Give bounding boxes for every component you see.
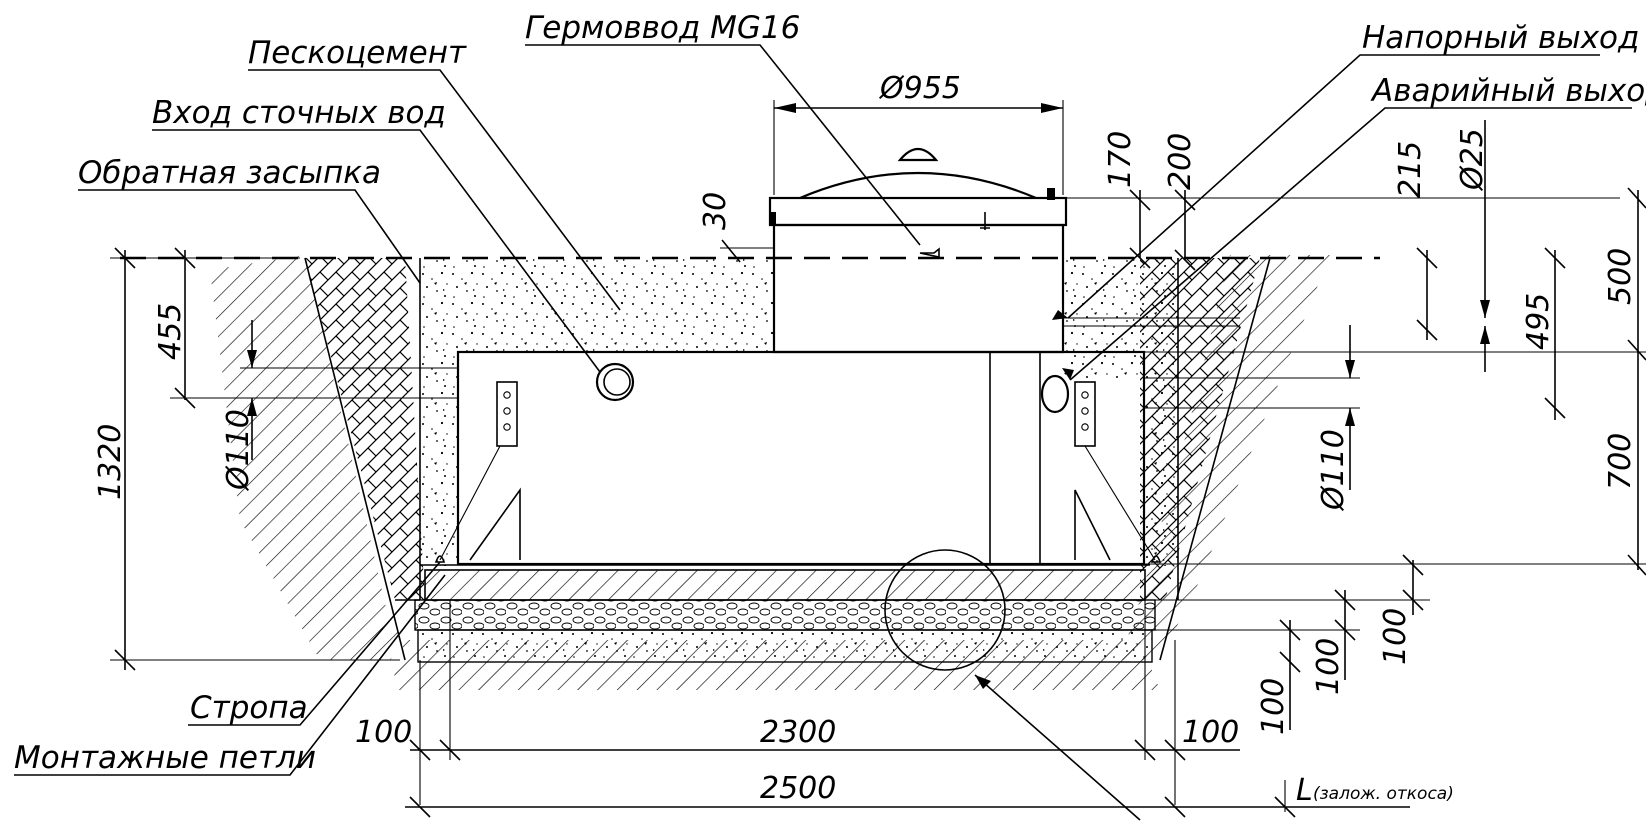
label-obratnaya-zasypka: Обратная засыпка xyxy=(78,155,381,191)
dim-30: 30 xyxy=(698,192,733,230)
dim-d110-left: Ø110 xyxy=(221,409,256,492)
dim-700: 700 xyxy=(1603,433,1638,490)
label-stropa: Стропа xyxy=(190,690,308,726)
dim-170: 170 xyxy=(1103,131,1138,188)
dim-500: 500 xyxy=(1603,248,1638,305)
dim-L-note: (залож. откоса) xyxy=(1313,784,1454,804)
dim-100-b: 100 xyxy=(1311,638,1346,695)
dim-100-c: 100 xyxy=(1256,678,1291,735)
label-naporny-vyhod: Напорный выход xyxy=(1362,20,1639,56)
dim-d25: Ø25 xyxy=(1455,128,1490,192)
dim-d110-right: Ø110 xyxy=(1316,429,1351,512)
dim-455: 455 xyxy=(153,303,188,360)
dimension-values: Ø955 30 170 200 215 Ø25 455 Ø110 1320 50… xyxy=(93,71,1638,808)
dim-100-a: 100 xyxy=(1378,608,1413,665)
label-avariyny-vyhod: Аварийный выход xyxy=(1370,73,1646,109)
label-vhod-stochnyh-vod: Вход сточных вод xyxy=(152,95,446,131)
septic-tank xyxy=(240,147,1360,671)
label-montazhnye-petli: Монтажные петли xyxy=(14,740,316,776)
dim-L: L xyxy=(1296,773,1313,808)
dim-d955: Ø955 xyxy=(878,71,961,106)
dim-100-right: 100 xyxy=(1182,715,1239,750)
dim-2300: 2300 xyxy=(760,715,836,750)
dim-100-left: 100 xyxy=(355,715,412,750)
leader-lines xyxy=(14,44,1632,821)
label-hermovvod: Гермоввод MG16 xyxy=(525,10,800,46)
callout-labels: Пескоцемент Гермоввод MG16 Вход сточных … xyxy=(14,10,1646,776)
dimension-lines xyxy=(110,100,1646,818)
foundation-layers xyxy=(414,569,1156,663)
dim-200: 200 xyxy=(1163,133,1198,190)
sand-cement-fill xyxy=(420,258,1178,566)
dim-215: 215 xyxy=(1393,141,1428,198)
dim-495: 495 xyxy=(1521,293,1556,350)
label-peskocement: Пескоцемент xyxy=(248,35,467,71)
dim-1320: 1320 xyxy=(93,424,128,500)
dim-2500: 2500 xyxy=(760,771,836,806)
